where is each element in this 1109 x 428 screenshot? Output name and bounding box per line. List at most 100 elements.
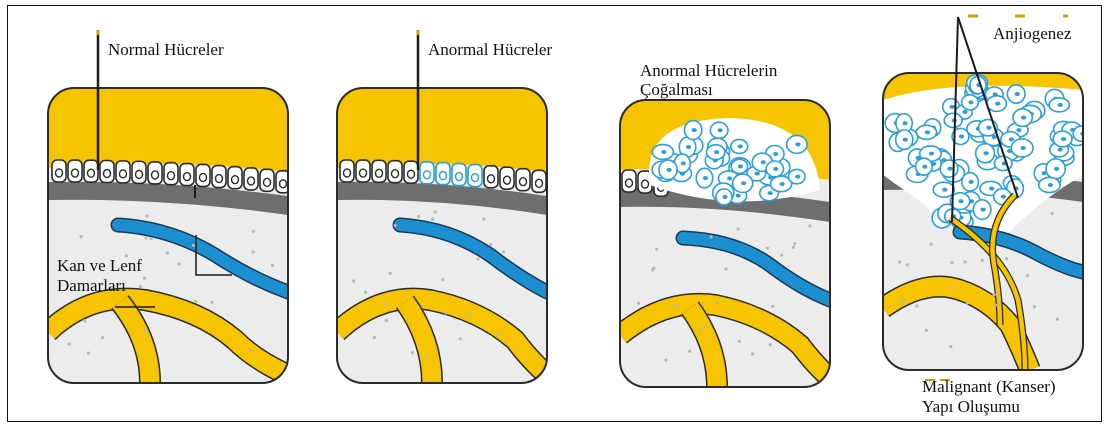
tissue-speckle (950, 261, 953, 264)
tissue-speckle (352, 279, 355, 282)
tissue-speckle (981, 259, 984, 262)
tissue-speckle (83, 319, 86, 322)
tumor-cell-nucleus (1001, 195, 1006, 199)
tissue-speckle (698, 328, 701, 331)
tissue-speckle (476, 257, 479, 260)
cell-nucleus (488, 175, 495, 183)
tissue-speckle (497, 332, 500, 335)
tumor-cell-nucleus (761, 160, 766, 164)
tumor-cell-nucleus (1021, 146, 1026, 150)
label-malignant-1: Malignant (Kanser) (922, 377, 1056, 396)
tumor-cell-nucleus (755, 172, 760, 176)
tumor-cell-nucleus (773, 152, 778, 156)
tumor-cell-nucleus (962, 110, 967, 114)
tissue-speckle (441, 278, 444, 281)
tissue-speckle (766, 247, 769, 250)
tissue-speckle (771, 305, 774, 308)
cell-nucleus (72, 169, 79, 177)
tissue-speckle (655, 248, 658, 251)
tissue-speckle (194, 300, 197, 303)
label-abnormal-cells: Anormal Hücreler (428, 40, 552, 59)
tissue-speckle (178, 262, 181, 265)
tissue-speckle (652, 267, 655, 270)
tumor-cell-nucleus (736, 194, 741, 198)
tissue-speckle (79, 235, 82, 238)
tumor-cell-nucleus (1061, 137, 1066, 141)
tissue-speckle (143, 277, 146, 280)
tissue-speckle (467, 313, 470, 316)
cell-nucleus (424, 171, 431, 179)
tissue-speckle (949, 345, 952, 348)
panel-abnormal-proliferation (620, 100, 830, 387)
cell-nucleus (392, 170, 399, 178)
tumor-cell-nucleus (902, 121, 907, 125)
tissue-speckle (704, 325, 707, 328)
cell-nucleus (642, 180, 649, 188)
tumor-cell-nucleus (995, 102, 1000, 106)
tissue-speckle (898, 260, 901, 263)
tissue-speckle (459, 337, 462, 340)
tumor-cell-nucleus (738, 144, 743, 148)
tumor-cell-nucleus (981, 208, 986, 212)
tissue-speckle (925, 329, 928, 332)
tissue-speckle (737, 228, 740, 231)
tumor-cell-nucleus (958, 199, 963, 203)
cell-nucleus (248, 177, 255, 185)
tumor-cell-nucleus (1058, 148, 1063, 152)
tissue-speckle (144, 236, 147, 239)
tumor-cell-nucleus (714, 150, 719, 154)
cell-nucleus (408, 170, 415, 178)
tissue-speckle (906, 263, 909, 266)
tissue-speckle (87, 352, 90, 355)
cell-nucleus (56, 169, 63, 177)
tissue-speckle (192, 244, 195, 247)
tissue-speckle (992, 293, 995, 296)
tissue-speckle (710, 235, 713, 238)
tumor-cell-nucleus (1016, 128, 1021, 132)
tissue-speckle (688, 350, 691, 353)
tumor-cell-nucleus (722, 195, 727, 199)
cell-nucleus (152, 171, 159, 179)
tumor-cell-nucleus (795, 175, 800, 179)
tumor-cell-nucleus (741, 181, 746, 185)
tissue-speckle (751, 352, 754, 355)
tissue-speckle (68, 342, 71, 345)
panel-abnormal-cells (337, 30, 547, 383)
tumor-cell-nucleus (718, 128, 723, 132)
tissue-speckle (915, 304, 918, 307)
tumor-cell-nucleus (666, 168, 671, 172)
tissue-speckle (434, 210, 437, 213)
tissue-speckle (901, 297, 904, 300)
tissue-speckle (411, 351, 414, 354)
label-abnormal-proliferation-1: Anormal Hücrelerin (640, 61, 777, 80)
panel-normal-cells (48, 30, 290, 383)
cell-nucleus (120, 170, 127, 178)
tissue-speckle (150, 237, 153, 240)
tissue-speckle (674, 303, 677, 306)
tumor-cell-nucleus (1054, 167, 1059, 171)
tumor-cell-nucleus (681, 161, 686, 165)
tissue-speckle (417, 215, 420, 218)
cell-nucleus (504, 176, 511, 184)
tumor-cell-nucleus (768, 191, 773, 195)
tissue-speckle (431, 218, 434, 221)
tumor-cell-nucleus (692, 128, 697, 132)
tissue-speckle (738, 340, 741, 343)
tissue-speckle (664, 359, 667, 362)
tissue-speckle (966, 301, 969, 304)
tissue-speckle (1033, 305, 1036, 308)
tumor-cell-nucleus (1009, 137, 1014, 141)
tumor-cell-nucleus (779, 182, 784, 186)
tissue-speckle (998, 301, 1001, 304)
cell-nucleus (136, 170, 143, 178)
cell-nucleus (344, 169, 351, 177)
tissue-speckle (143, 329, 146, 332)
cell-nucleus (88, 169, 95, 177)
tumor-cell-nucleus (942, 188, 947, 192)
cell-nucleus (216, 175, 223, 183)
tissue-speckle (792, 246, 795, 249)
label-malignant-2: Yapı Oluşumu (922, 397, 1020, 416)
tissue-speckle (248, 349, 251, 352)
cell-nucleus (626, 179, 633, 187)
